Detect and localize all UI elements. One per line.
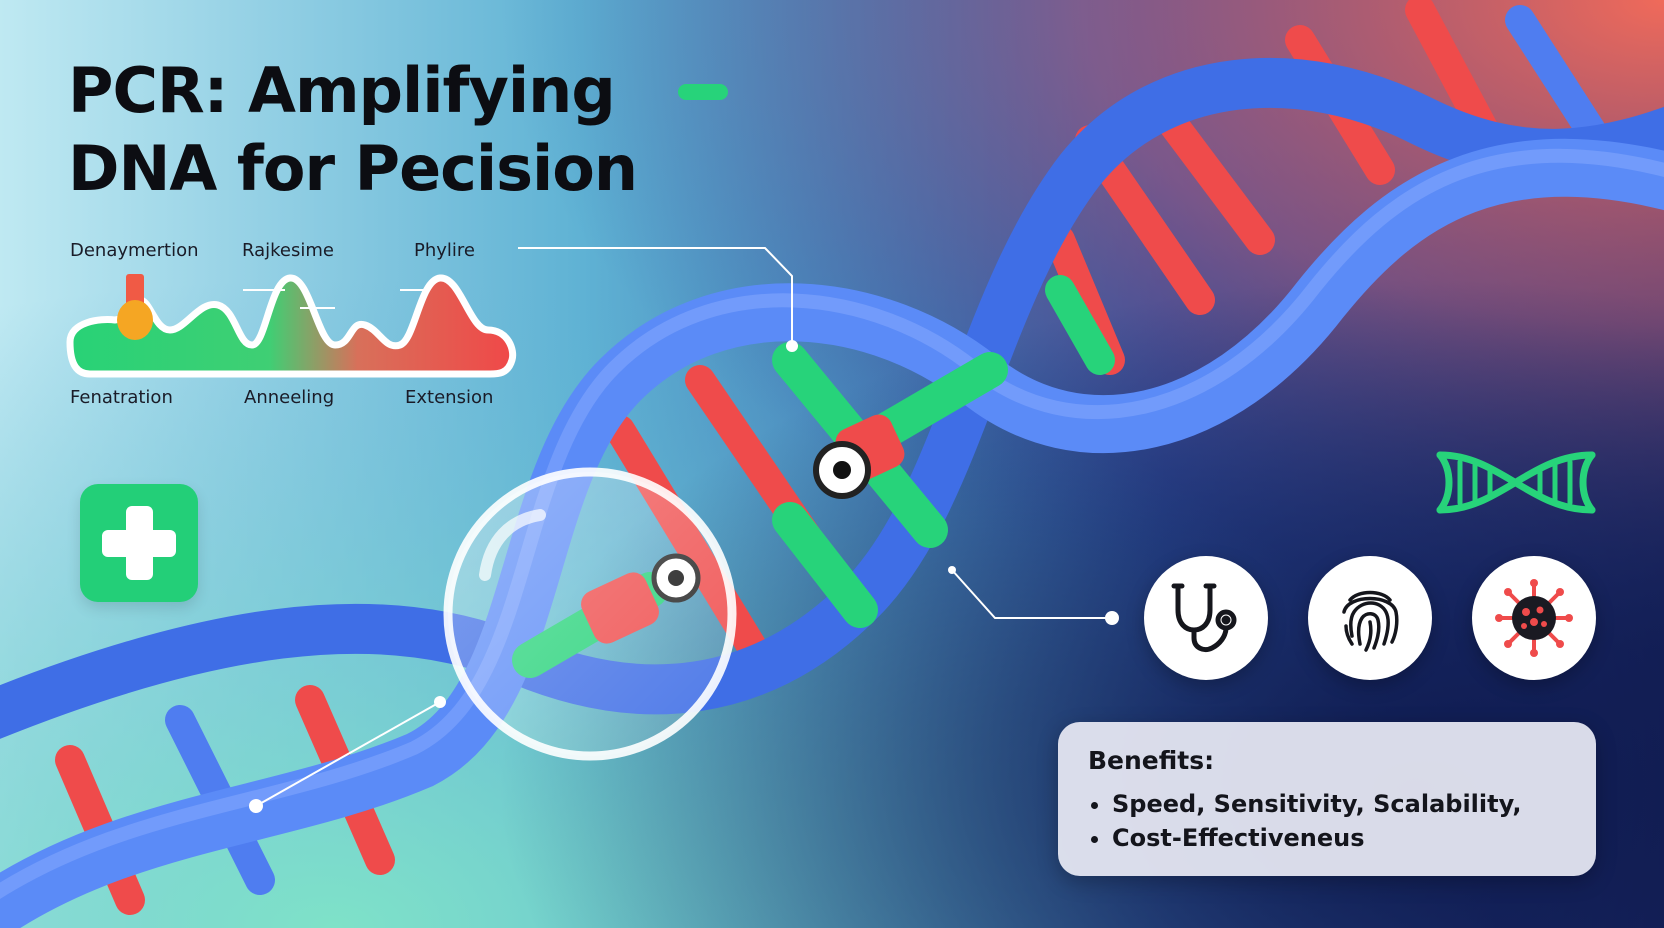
stage-label-bottom-1: Fenatration (70, 387, 173, 408)
stethoscope-icon (1171, 583, 1237, 653)
stethoscope-badge (1144, 556, 1268, 680)
stage-label-bottom-3: Extension (405, 387, 494, 408)
fingerprint-badge (1308, 556, 1432, 680)
stage-label-top-3: Phylire (414, 240, 475, 261)
virus-icon (1495, 579, 1573, 657)
stage-label-top-2: Rajkesime (242, 240, 334, 261)
benefit-item-1: Speed, Sensitivity, Scalability, (1112, 787, 1566, 821)
benefits-panel: Benefits: Speed, Sensitivity, Scalabilit… (1058, 722, 1596, 876)
green-pill-decoration (678, 84, 728, 100)
stage-label-top-1: Denaymertion (70, 240, 199, 261)
pcr-cycle-wave (66, 274, 517, 378)
benefit-item-2: Cost-Effectiveneus (1112, 821, 1566, 855)
benefits-heading: Benefits: (1088, 746, 1215, 775)
stage-label-bottom-2: Anneeling (244, 387, 335, 408)
page-title: PCR: Amplifying DNA for Pecision (68, 52, 638, 208)
virus-badge (1472, 556, 1596, 680)
dna-helix-icon (1436, 451, 1596, 514)
title-line-2: DNA for Pecision (68, 132, 638, 205)
magnifier-icon (443, 467, 737, 761)
benefits-list: Speed, Sensitivity, Scalability, Cost-Ef… (1088, 787, 1566, 855)
fingerprint-icon (1342, 590, 1399, 652)
title-line-1: PCR: Amplifying (68, 54, 616, 127)
medical-plus-icon (80, 484, 198, 602)
